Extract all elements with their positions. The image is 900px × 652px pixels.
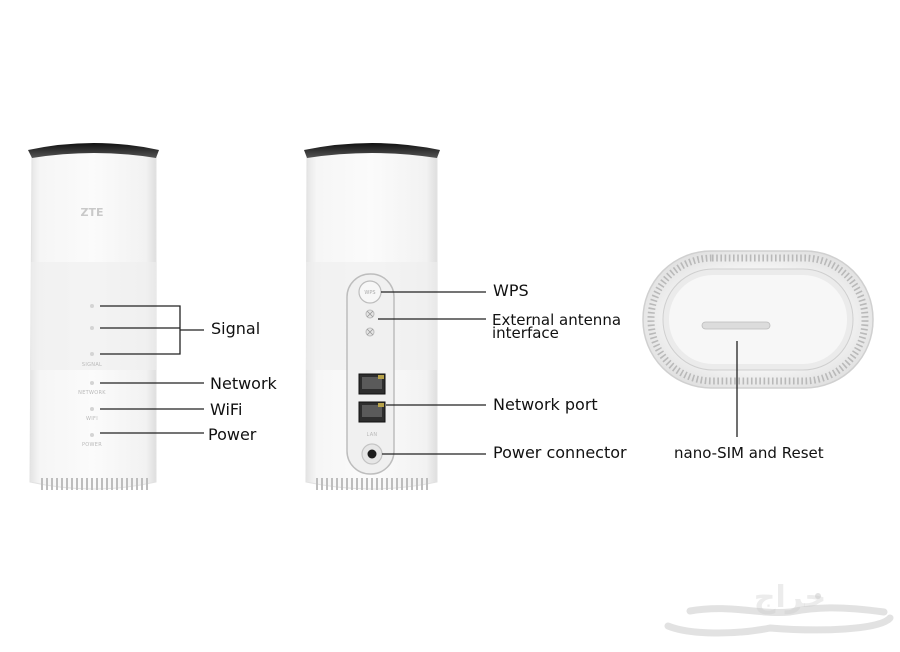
front-leader-lines (100, 305, 204, 434)
wifi-callout: WiFi (210, 400, 243, 419)
front-router-top (28, 143, 159, 158)
watermark-logo (664, 593, 894, 637)
ethernet-port-2 (358, 401, 386, 423)
wifi-led-label: WIFI (86, 416, 98, 422)
antenna-port-2 (365, 327, 375, 337)
rear-router-vent (313, 478, 431, 490)
external-antenna-line2: interface (492, 324, 559, 342)
rear-leader-lines (378, 291, 486, 455)
lan-label: LAN (367, 432, 378, 438)
external-antenna-callout: External antenna interface (492, 311, 622, 342)
network-led (90, 381, 94, 385)
brand-logo: ZTE (81, 206, 104, 219)
rear-router: WPS LAN (304, 143, 440, 490)
signal-bracket (100, 305, 204, 355)
power-led-label: POWER (82, 442, 102, 448)
signal-led-label: SIGNAL (82, 362, 102, 368)
signal-led-2 (90, 326, 94, 330)
antenna-port-1 (365, 309, 375, 319)
watermark-text: حراج (753, 580, 827, 615)
nano-sim-reset-callout: nano-SIM and Reset (674, 444, 824, 462)
power-connector-callout: Power connector (493, 443, 627, 462)
front-router: ZTE SIGNAL NETWORK WIFI POWER (28, 143, 159, 490)
network-led-label: NETWORK (78, 390, 106, 396)
external-antenna-line1: External antenna (492, 311, 622, 329)
power-led (90, 433, 94, 437)
network-callout: Network (210, 374, 277, 393)
signal-led-1 (90, 304, 94, 308)
wps-callout: WPS (493, 281, 529, 300)
rear-router-top (304, 143, 440, 158)
front-router-vent (38, 478, 150, 490)
ethernet-port-1 (358, 373, 386, 395)
signal-callout: Signal (211, 319, 261, 338)
wifi-led (90, 407, 94, 411)
router-top-view (642, 250, 874, 389)
wps-button-label: WPS (364, 290, 375, 296)
nano-sim-slot (701, 321, 771, 330)
power-jack (361, 443, 383, 465)
network-port-callout: Network port (493, 395, 598, 414)
signal-led-3 (90, 352, 94, 356)
power-callout: Power (208, 425, 257, 444)
